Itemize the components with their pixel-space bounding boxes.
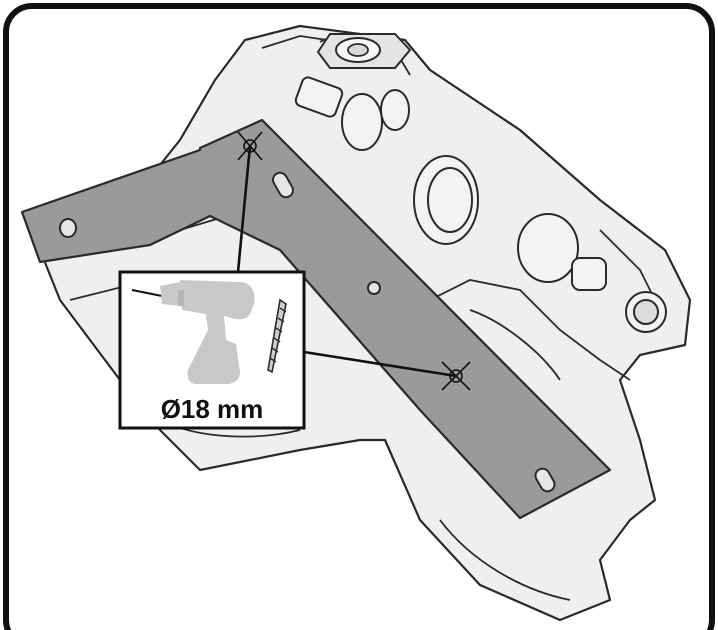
slot-hole-left (59, 218, 77, 238)
drill-template (20, 118, 612, 520)
power-drill-icon (131, 280, 255, 384)
slot-hole-top (272, 171, 294, 199)
drill-callout: Ø18 mm (118, 270, 306, 430)
drill-bit-icon (267, 298, 287, 374)
housing-bosses (294, 76, 667, 333)
slot-hole-bottom (534, 467, 556, 493)
top-mounting-boss (316, 33, 412, 69)
leader-lines (236, 145, 457, 378)
template-holes (59, 171, 556, 493)
drill-diameter-label: Ø18 mm (161, 394, 264, 424)
center-hole (367, 281, 381, 295)
